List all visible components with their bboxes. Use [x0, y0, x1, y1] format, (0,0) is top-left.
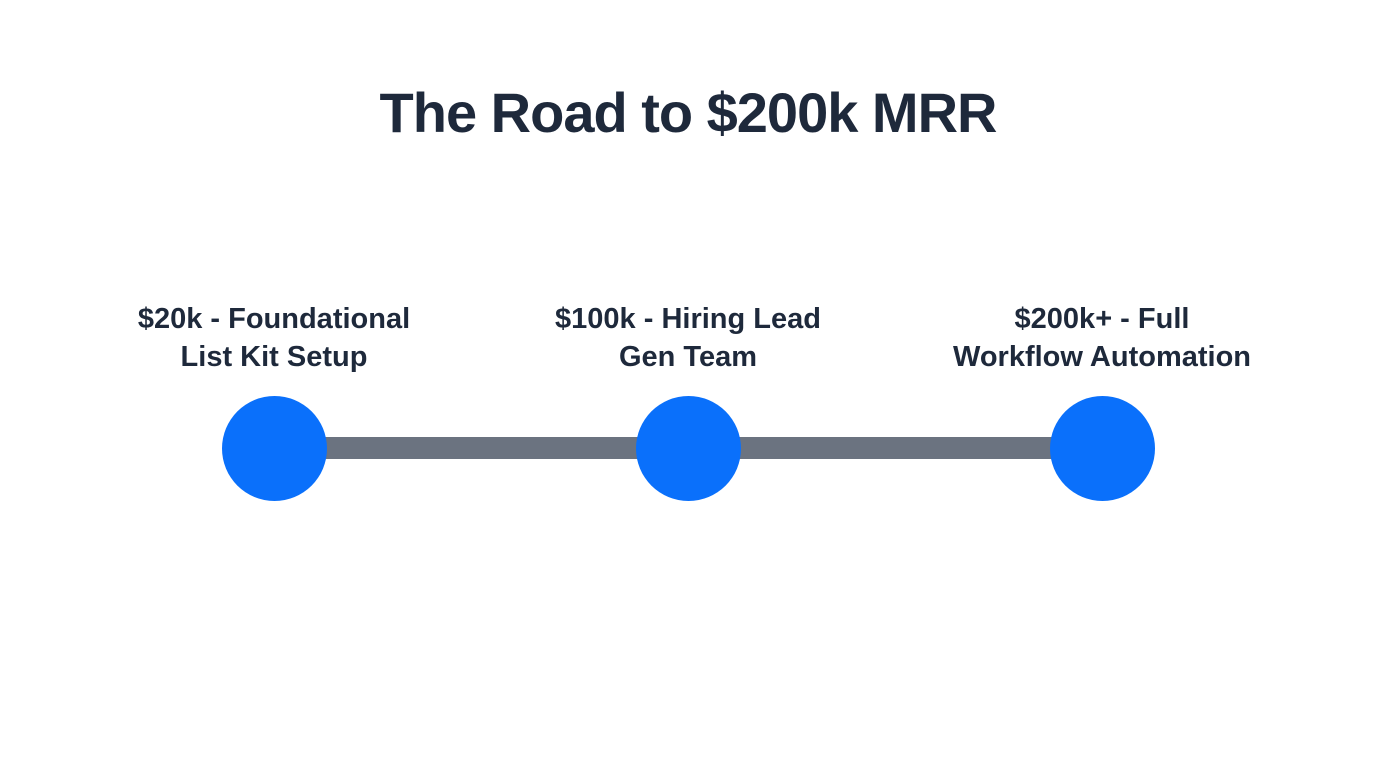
- milestone-node-circle: [1049, 395, 1155, 501]
- milestone-label-line1: $100k - Hiring Lead: [555, 303, 821, 335]
- milestone-label-line1: $200k+ - Full: [1014, 303, 1190, 335]
- milestone-label: $100k - Hiring Lead Gen Team: [555, 300, 821, 386]
- timeline: $20k - Foundational List Kit Setup $100k…: [67, 300, 1309, 510]
- milestone-20k: $20k - Foundational List Kit Setup: [67, 300, 481, 510]
- milestone-row: $20k - Foundational List Kit Setup $100k…: [67, 300, 1309, 510]
- page-title: The Road to $200k MRR: [379, 81, 998, 144]
- milestone-node-wrap: [635, 386, 741, 510]
- milestone-node-wrap: [1049, 386, 1155, 510]
- milestone-label-line2: Workflow Automation: [952, 341, 1252, 373]
- milestone-100k: $100k - Hiring Lead Gen Team: [481, 300, 895, 510]
- milestone-node-circle: [221, 395, 327, 501]
- milestone-label-line2: Gen Team: [618, 341, 758, 373]
- milestone-node-circle: [635, 395, 741, 501]
- milestone-label-line1: $20k - Foundational: [137, 303, 411, 335]
- milestone-200k: $200k+ - Full Workflow Automation: [895, 300, 1309, 510]
- milestone-label: $20k - Foundational List Kit Setup: [138, 300, 410, 386]
- milestone-label: $200k+ - Full Workflow Automation: [953, 300, 1251, 386]
- milestone-node-wrap: [221, 386, 327, 510]
- milestone-label-line2: List Kit Setup: [180, 341, 368, 373]
